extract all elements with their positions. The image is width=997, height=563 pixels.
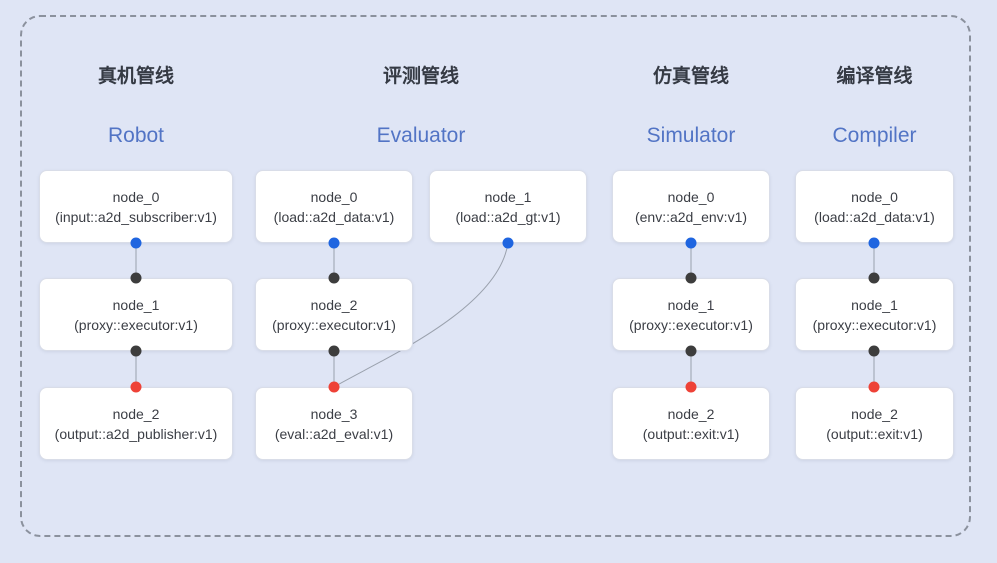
node-type: (load::a2d_data:v1) bbox=[814, 208, 935, 225]
node-simulator-1: node_1 (proxy::executor:v1) bbox=[612, 278, 770, 351]
node-name: node_3 bbox=[310, 405, 358, 422]
node-name: node_0 bbox=[310, 188, 358, 205]
node-type: (proxy::executor:v1) bbox=[272, 316, 396, 333]
node-robot-2: node_2 (output::a2d_publisher:v1) bbox=[39, 387, 233, 460]
title-en-robot: Robot bbox=[107, 124, 165, 147]
node-type: (eval::a2d_eval:v1) bbox=[274, 425, 394, 442]
node-type: (output::a2d_publisher:v1) bbox=[54, 425, 218, 442]
node-type: (output::exit:v1) bbox=[642, 425, 740, 442]
node-name: node_1 bbox=[484, 188, 532, 205]
node-simulator-0: node_0 (env::a2d_env:v1) bbox=[612, 170, 770, 243]
node-evaluator-1: node_1 (load::a2d_gt:v1) bbox=[429, 170, 587, 243]
title-cn-simulator: 仿真管线 bbox=[652, 66, 729, 87]
node-type: (proxy::executor:v1) bbox=[74, 316, 198, 333]
node-name: node_2 bbox=[112, 405, 160, 422]
title-en-compiler: Compiler bbox=[832, 124, 917, 147]
node-name: node_2 bbox=[667, 405, 715, 422]
title-cn-compiler: 编译管线 bbox=[836, 66, 913, 87]
node-evaluator-2: node_2 (proxy::executor:v1) bbox=[255, 278, 413, 351]
node-name: node_2 bbox=[310, 296, 358, 313]
node-type: (output::exit:v1) bbox=[826, 425, 923, 442]
node-name: node_0 bbox=[112, 188, 160, 205]
node-robot-0: node_0 (input::a2d_subscriber:v1) bbox=[39, 170, 233, 243]
dashed-frame bbox=[20, 15, 971, 537]
node-type: (proxy::executor:v1) bbox=[812, 316, 937, 333]
title-en-simulator: Simulator bbox=[646, 124, 736, 147]
node-type: (load::a2d_data:v1) bbox=[273, 208, 395, 225]
node-name: node_0 bbox=[667, 188, 715, 205]
node-compiler-1: node_1 (proxy::executor:v1) bbox=[795, 278, 954, 351]
node-compiler-2: node_2 (output::exit:v1) bbox=[795, 387, 954, 460]
node-name: node_2 bbox=[851, 405, 898, 422]
node-type: (env::a2d_env:v1) bbox=[634, 208, 748, 225]
node-evaluator-3: node_3 (eval::a2d_eval:v1) bbox=[255, 387, 413, 460]
node-type: (proxy::executor:v1) bbox=[629, 316, 753, 333]
title-cn-robot: 真机管线 bbox=[97, 66, 174, 87]
node-name: node_0 bbox=[851, 188, 898, 205]
title-en-evaluator: Evaluator bbox=[376, 124, 466, 147]
node-name: node_1 bbox=[112, 296, 160, 313]
title-cn-evaluator: 评测管线 bbox=[382, 66, 459, 87]
node-simulator-2: node_2 (output::exit:v1) bbox=[612, 387, 770, 460]
node-robot-1: node_1 (proxy::executor:v1) bbox=[39, 278, 233, 351]
node-name: node_1 bbox=[851, 296, 898, 313]
node-type: (input::a2d_subscriber:v1) bbox=[55, 208, 217, 225]
node-evaluator-0: node_0 (load::a2d_data:v1) bbox=[255, 170, 413, 243]
node-type: (load::a2d_gt:v1) bbox=[455, 208, 561, 225]
node-name: node_1 bbox=[667, 296, 715, 313]
node-compiler-0: node_0 (load::a2d_data:v1) bbox=[795, 170, 954, 243]
